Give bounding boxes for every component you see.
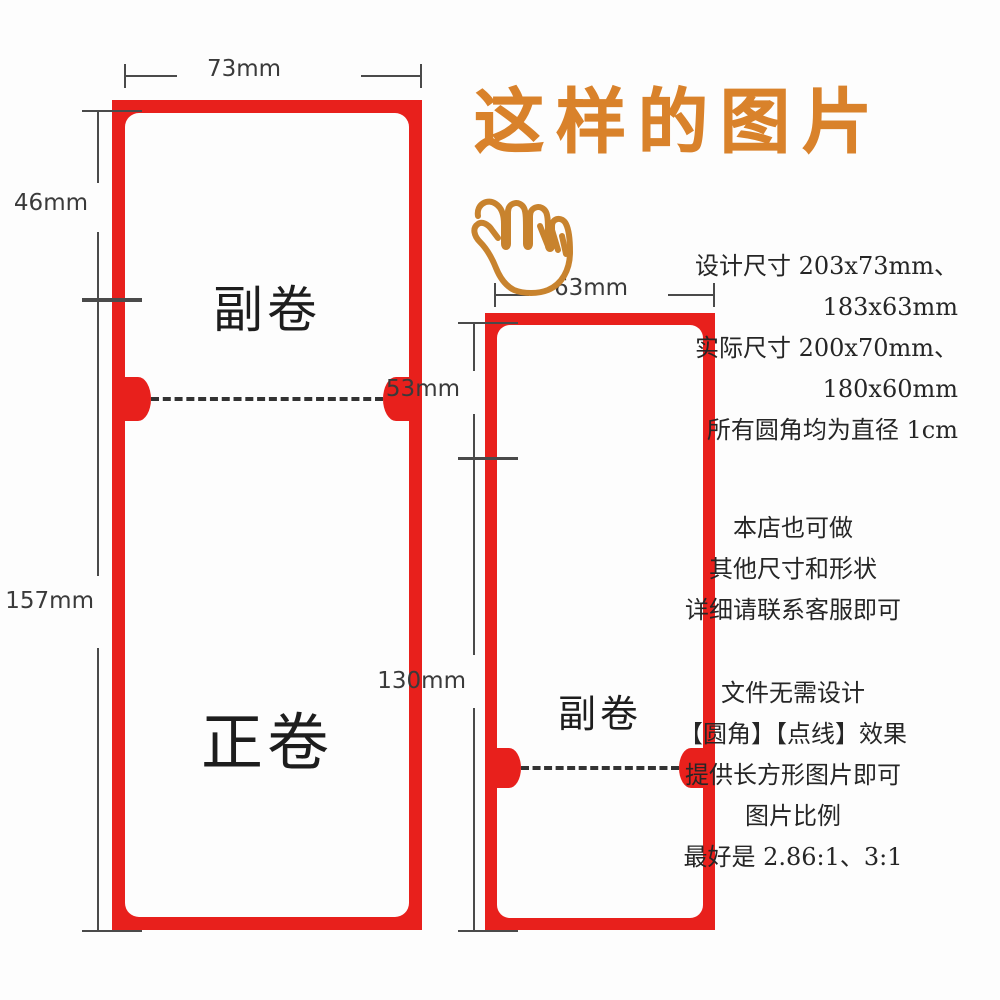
small-label-sheet: 副卷 正卷: [485, 313, 715, 930]
perforation-notch-right: [383, 377, 409, 421]
file-note-line-3: 提供长方形图片即可: [685, 761, 901, 789]
perforation-notch-left: [125, 377, 151, 421]
large-label-bottom-section-text: 正卷: [200, 706, 333, 779]
large-label-width-value: 73mm: [207, 56, 282, 82]
small-label-top-height-value: 53mm: [385, 376, 460, 402]
dimension-tick-start: [458, 322, 518, 324]
dimension-bar-lower: [473, 708, 475, 930]
service-note-block: 本店也可做 其他尺寸和形状 详细请联系客服即可: [628, 508, 958, 631]
large-label-face: [125, 113, 409, 917]
perforation-notch-left: [497, 748, 521, 788]
small-label-bottom-height-dimension: 130mm: [377, 458, 518, 932]
design-size-line-2: 183x63mm: [822, 293, 958, 321]
large-label-top-height-value: 46mm: [13, 190, 88, 216]
dimension-tick-end: [420, 64, 422, 88]
dimension-bar-lower: [473, 414, 475, 457]
actual-size-line-2: 180x60mm: [822, 375, 958, 403]
file-note-block: 文件无需设计 【圆角】【点线】效果 提供长方形图片即可 图片比例 最好是 2.8…: [628, 673, 958, 878]
dimension-tick-start: [458, 458, 518, 460]
small-label-bottom-height-value: 130mm: [377, 668, 466, 694]
large-label-top-height-dimension: 46mm: [14, 110, 142, 300]
dimension-bar-upper: [473, 459, 475, 655]
pointing-hand-icon: [462, 190, 592, 300]
file-note-line-5: 最好是 2.86:1、3:1: [683, 843, 903, 871]
dimension-bar-left: [125, 75, 177, 77]
dimension-tick-end: [713, 283, 715, 307]
small-label-width-dimension: 63mm: [494, 275, 715, 307]
dimension-tick-end: [82, 930, 142, 932]
large-label-bottom-height-value: 157mm: [5, 588, 94, 614]
large-label-top-section-text: 副卷: [213, 281, 321, 339]
dimension-tick-end: [82, 298, 142, 300]
large-label-sheet: 副卷 正卷: [112, 100, 422, 930]
dimension-bar-lower: [97, 648, 99, 930]
small-label-top-height-dimension: 53mm: [386, 322, 518, 459]
dimension-tick-end: [458, 930, 518, 932]
service-note-line-1: 本店也可做: [733, 514, 853, 542]
large-label-bottom-height-dimension: 157mm: [5, 300, 142, 932]
small-label-width-value: 63mm: [554, 275, 629, 301]
service-note-line-2: 其他尺寸和形状: [709, 555, 877, 583]
dimension-bar-upper: [97, 111, 99, 183]
small-label-face: [497, 325, 703, 918]
corner-radius-note: 所有圆角均为直径 1cm: [706, 416, 958, 444]
dimension-tick-start: [82, 300, 142, 302]
dimension-bar-right: [668, 294, 714, 296]
dimension-bar-right: [361, 75, 421, 77]
dimension-bar-upper: [97, 301, 99, 576]
file-note-line-4: 图片比例: [745, 802, 841, 830]
perforation-dashed-line: [151, 397, 383, 401]
design-size-line-1: 设计尺寸 203x73mm、: [694, 252, 958, 280]
dimension-tick-start: [82, 110, 142, 112]
dimension-bar-lower: [97, 232, 99, 298]
small-label-top-section-text: 副卷: [557, 692, 642, 736]
dimension-bar-left: [495, 294, 529, 296]
page-headline: 这样的图片: [474, 81, 884, 164]
perforation-dashed-line: [521, 766, 679, 770]
dimension-bar-upper: [473, 323, 475, 371]
size-spec-block: 设计尺寸 203x73mm、 183x63mm 实际尺寸 200x70mm、 1…: [628, 246, 958, 451]
perforation-notch-right: [679, 748, 703, 788]
file-note-line-2: 【圆角】【点线】效果: [679, 720, 907, 748]
service-note-line-3: 详细请联系客服即可: [685, 596, 901, 624]
large-label-width-dimension: 73mm: [124, 56, 422, 88]
file-note-line-1: 文件无需设计: [721, 679, 865, 707]
actual-size-line-1: 实际尺寸 200x70mm、: [694, 334, 958, 362]
